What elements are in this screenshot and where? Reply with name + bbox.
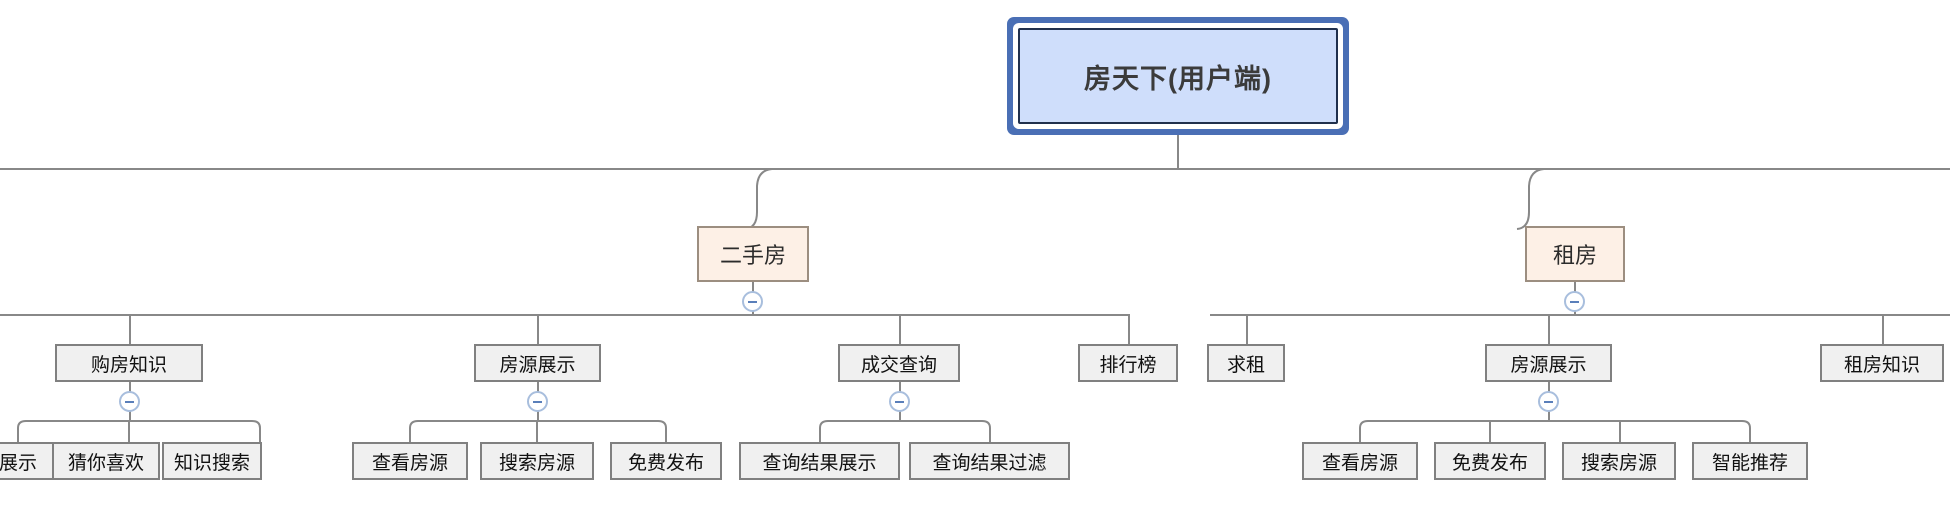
connector-ershoufang-stem-lower [752, 311, 754, 316]
connector-chengJiaoChaXun-stem-lower [899, 411, 901, 421]
leaf-node-souSuoFangYuan-zufang[interactable]: 搜索房源 [1562, 442, 1676, 480]
minus-circle-icon [895, 400, 904, 403]
collapse-toggle-gouFangZhiShi[interactable] [119, 391, 140, 412]
level3-node-zuFangZhiShi[interactable]: 租房知识 [1820, 344, 1944, 382]
leaf-node-chaXunJieGuoZhanShi-label: 查询结果展示 [762, 452, 877, 474]
connector-drop-fangYuanZhanShi-right [1548, 314, 1550, 344]
leaf-node-zhiNengTuiJian-label: 智能推荐 [1711, 452, 1788, 474]
level3-node-chengJiaoChaXun[interactable]: 成交查询 [838, 344, 960, 382]
collapse-toggle-fangYuanZhanShi-zufang[interactable] [1538, 391, 1559, 412]
level3-node-gouFangZhiShi-label: 购房知识 [90, 354, 167, 376]
connector-fangYuanZhanShi-ershoufang-stem-lower [537, 411, 539, 421]
level3-node-chengJiaoChaXun-label: 成交查询 [860, 354, 937, 376]
leaf-node-mianFeiFaBu-ershoufang[interactable]: 免费发布 [610, 442, 722, 480]
minus-circle-icon [748, 300, 757, 303]
minus-circle-icon [1544, 400, 1553, 403]
level3-node-fangYuanZhanShi-zufang[interactable]: 房源展示 [1485, 344, 1612, 382]
connector-drop-paiHangBang [1128, 314, 1130, 344]
level3-node-zuFangZhiShi-label: 租房知识 [1843, 354, 1920, 376]
leaf-node-caiNiXiHuan-label: 猜你喜欢 [67, 452, 144, 474]
connector-bracket-gouFangZhiShi [17, 420, 261, 442]
connector-curve-to-zufang [1516, 168, 1545, 230]
connector-fangYuanZhanShi-zufang-stem-upper [1548, 382, 1550, 392]
leaf-node-mianFeiFaBu-zufang[interactable]: 免费发布 [1434, 442, 1546, 480]
connector-bus-ershoufang [0, 314, 1130, 316]
connector-bracket-fangYuanZhanShi-ershoufang [409, 420, 667, 442]
leaf-node-zhiNengTuiJian[interactable]: 智能推荐 [1692, 442, 1808, 480]
leaf-node-zhiShiSouSuo-label: 知识搜索 [173, 452, 250, 474]
collapse-toggle-chengJiaoChaXun[interactable] [889, 391, 910, 412]
connector-drop-qiuZu [1246, 314, 1248, 344]
connector-main-bus [0, 168, 1950, 170]
connector-root-stem [1177, 124, 1179, 170]
level3-node-qiuZu[interactable]: 求租 [1207, 344, 1285, 382]
leaf-node-chaKanFangYuan-ershoufang-label: 查看房源 [371, 452, 448, 474]
level2-node-ershoufang[interactable]: 二手房 [697, 226, 809, 282]
connector-zufang-stem-upper [1574, 282, 1576, 292]
leaf-node-caiNiXiHuan[interactable]: 猜你喜欢 [52, 442, 160, 480]
leaf-node-chaXunJieGuoGuoLv-label: 查询结果过滤 [932, 452, 1047, 474]
leaf-node-mianFeiFaBu-zufang-label: 免费发布 [1451, 452, 1528, 474]
level2-node-ershoufang-label: 二手房 [719, 243, 786, 268]
connector-fangYuanZhanShi-ershoufang-stem-upper [537, 382, 539, 392]
connector-ershoufang-stem-upper [752, 282, 754, 292]
connector-gouFangZhiShi-stem-lower [129, 411, 131, 421]
leaf-node-chaKanFangYuan-zufang[interactable]: 查看房源 [1302, 442, 1418, 480]
leaf-node-chaKanFangYuan-ershoufang[interactable]: 查看房源 [352, 442, 468, 480]
leaf-node-chaKanFangYuan-zufang-label: 查看房源 [1321, 452, 1398, 474]
leaf-node-chaXunJieGuoGuoLv[interactable]: 查询结果过滤 [909, 442, 1070, 480]
connector-bus-zufang [1210, 314, 1950, 316]
level3-node-fangYuanZhanShi-zufang-label: 房源展示 [1510, 354, 1587, 376]
leaf-node-chaXunJieGuoZhanShi[interactable]: 查询结果展示 [739, 442, 900, 480]
leaf-node-souSuoFangYuan-ershoufang[interactable]: 搜索房源 [480, 442, 594, 480]
connector-drop-fangYuanZhanShi-left [537, 314, 539, 344]
collapse-toggle-fangYuanZhanShi-ershoufang[interactable] [527, 391, 548, 412]
collapse-toggle-ershoufang[interactable] [742, 291, 763, 312]
level3-node-fangYuanZhanShi-ershoufang-label: 房源展示 [499, 354, 576, 376]
connector-drop-chengJiaoChaXun [899, 314, 901, 344]
connector-fangYuanZhanShi-zufang-stem-lower [1548, 411, 1550, 421]
leaf-node-zhanShi-label: 展示 [0, 452, 37, 474]
leaf-node-mianFeiFaBu-ershoufang-label: 免费发布 [627, 452, 704, 474]
connector-drop-gouFangZhiShi [129, 314, 131, 344]
connector-chengJiaoChaXun-stem-upper [899, 382, 901, 392]
leaf-node-souSuoFangYuan-zufang-label: 搜索房源 [1580, 452, 1657, 474]
leaf-node-souSuoFangYuan-ershoufang-label: 搜索房源 [498, 452, 575, 474]
root-node[interactable]: 房天下(用户端) [1018, 28, 1338, 124]
collapse-toggle-zufang[interactable] [1564, 291, 1585, 312]
level3-node-gouFangZhiShi[interactable]: 购房知识 [55, 344, 203, 382]
connector-bracket-fangYuanZhanShi-zufang [1359, 420, 1751, 442]
minus-circle-icon [533, 400, 542, 403]
connector-gouFangZhiShi-stem-upper [129, 382, 131, 392]
level3-node-qiuZu-label: 求租 [1226, 354, 1265, 376]
level3-node-fangYuanZhanShi-ershoufang[interactable]: 房源展示 [474, 344, 601, 382]
leaf-node-zhiShiSouSuo[interactable]: 知识搜索 [162, 442, 262, 480]
minus-circle-icon [1570, 300, 1579, 303]
root-node-label: 房天下(用户端) [1084, 63, 1272, 94]
level2-node-zufang-label: 租房 [1552, 243, 1597, 268]
level3-node-paiHangBang-label: 排行榜 [1099, 354, 1157, 376]
connector-zufang-stem-lower [1574, 311, 1576, 316]
connector-drop-zuFangZhiShi [1882, 314, 1884, 344]
connector-curve-to-ershoufang [744, 168, 773, 230]
level2-node-zufang[interactable]: 租房 [1525, 226, 1625, 282]
minus-circle-icon [125, 400, 134, 403]
connector-bracket-chengJiaoChaXun [819, 420, 991, 442]
level3-node-paiHangBang[interactable]: 排行榜 [1078, 344, 1178, 382]
